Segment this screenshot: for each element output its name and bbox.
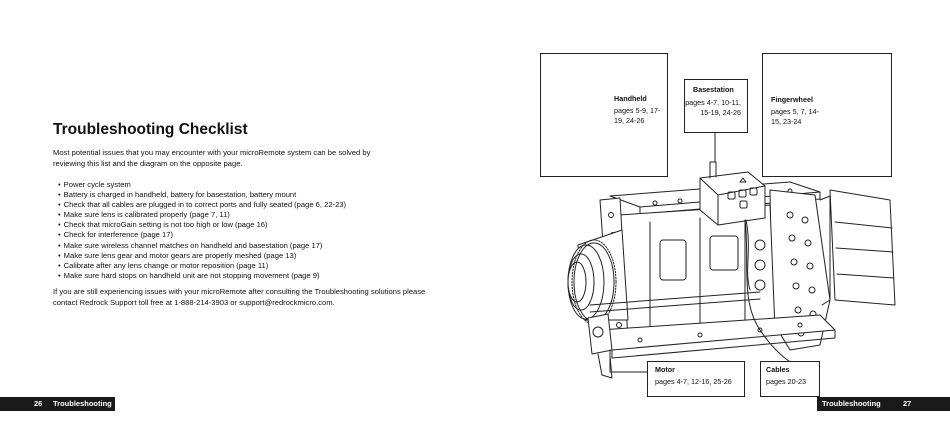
footer-section: Troubleshooting	[53, 399, 112, 408]
callout-fingerwheel: Fingerwheel pages 5, 7, 14-15, 23-24	[762, 53, 892, 177]
troubleshooting-checklist: Power cycle system Battery is charged in…	[58, 180, 346, 281]
checklist-item: Check that all cables are plugged in to …	[58, 200, 346, 210]
checklist-item: Battery is charged in handheld, battery …	[58, 190, 346, 200]
footer-right: Troubleshooting 27	[817, 397, 950, 411]
checklist-item: Make sure lens gear and motor gears are …	[58, 251, 346, 261]
left-page: Troubleshooting Checklist Most potential…	[0, 0, 475, 443]
support-paragraph: If you are still experiencing issues wit…	[53, 287, 426, 307]
checklist-item: Make sure lens is calibrated properly (p…	[58, 210, 346, 220]
page-title: Troubleshooting Checklist	[53, 121, 248, 138]
callout-motor: Motor pages 4-7, 12-16, 25-26	[647, 361, 745, 397]
callout-pages: pages 5, 7, 14-15, 23-24	[771, 107, 819, 126]
callout-basestation: Basestation pages 4-7, 10-11, 15-19, 24-…	[684, 79, 748, 133]
checklist-item: Calibrate after any lens change or motor…	[58, 261, 346, 271]
callout-pages: pages 4-7, 10-11, 15-19, 24-26	[685, 98, 741, 117]
callout-pages: pages 5-9, 17-19, 24-26	[614, 106, 661, 125]
callout-pages: pages 4-7, 12-16, 25-26	[655, 377, 732, 386]
callout-title: Cables	[766, 365, 790, 374]
callout-pages: pages 20-23	[766, 377, 806, 386]
checklist-item: Power cycle system	[58, 180, 346, 190]
checklist-item: Make sure wireless channel matches on ha…	[58, 241, 346, 251]
footer-left: 26 Troubleshooting	[0, 397, 115, 411]
checklist-item: Check that microGain setting is not too …	[58, 220, 346, 230]
callout-title: Fingerwheel	[771, 95, 813, 104]
callout-title: Basestation	[693, 85, 734, 94]
callout-handheld: Handheld pages 5-9, 17-19, 24-26	[540, 53, 668, 177]
checklist-item: Make sure hard stops on handheld unit ar…	[58, 271, 346, 281]
footer-section: Troubleshooting	[822, 399, 881, 408]
callout-title: Motor	[655, 365, 675, 374]
checklist-item: Check for interference (page 17)	[58, 230, 346, 240]
footer-page-number: 26	[34, 399, 43, 408]
callout-cables: Cables pages 20-23	[760, 361, 820, 397]
intro-paragraph: Most potential issues that you may encou…	[53, 148, 371, 168]
footer-page-number: 27	[903, 399, 912, 408]
callout-title: Handheld	[614, 94, 647, 103]
